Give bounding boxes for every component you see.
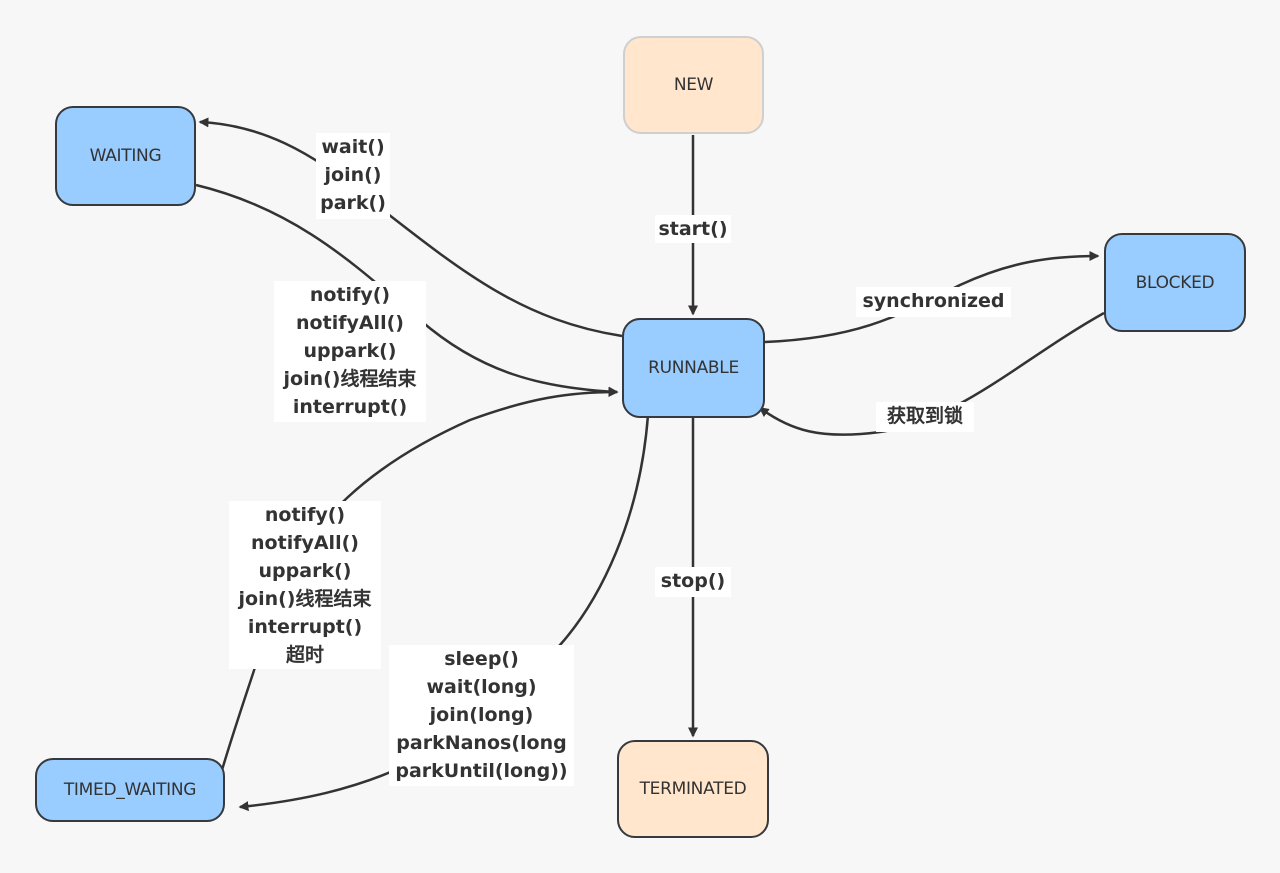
label-synchronized-text: synchronized bbox=[862, 290, 1005, 312]
label-get-lock: 获取到锁 bbox=[876, 402, 974, 432]
state-new-label: NEW bbox=[673, 75, 714, 95]
label-stop: stop() bbox=[655, 567, 731, 597]
label-timed-to-runnable-line: notify() bbox=[264, 504, 346, 526]
label-waiting-to-runnable-line: join()线程结束 bbox=[283, 368, 417, 390]
label-start-text: start() bbox=[658, 218, 728, 240]
label-synchronized: synchronized bbox=[856, 287, 1011, 317]
label-to-timed-waiting-line: wait(long) bbox=[426, 676, 537, 698]
state-new[interactable]: NEW bbox=[623, 36, 764, 134]
label-timed-to-runnable-line: notifyAll() bbox=[251, 532, 359, 554]
state-blocked-label: BLOCKED bbox=[1135, 272, 1215, 293]
label-to-waiting: wait() join() park() bbox=[316, 133, 390, 219]
label-timed-to-runnable-line: 超时 bbox=[285, 644, 324, 666]
label-to-timed-waiting-line: sleep() bbox=[444, 648, 519, 670]
label-timed-to-runnable-line: join()线程结束 bbox=[238, 588, 372, 610]
label-to-timed-waiting-line: parkUntil(long)) bbox=[395, 760, 568, 782]
label-to-waiting-line: wait() bbox=[321, 136, 385, 158]
state-blocked[interactable]: BLOCKED bbox=[1104, 233, 1246, 332]
label-timed-to-runnable: notify() notifyAll() uppark() join()线程结束… bbox=[229, 501, 381, 669]
label-stop-text: stop() bbox=[660, 570, 726, 592]
state-timed-waiting-label: TIMED_WAITING bbox=[63, 780, 197, 800]
label-waiting-to-runnable: notify() notifyAll() uppark() join()线程结束… bbox=[274, 281, 426, 422]
label-waiting-to-runnable-line: uppark() bbox=[303, 340, 397, 362]
label-get-lock-text: 获取到锁 bbox=[886, 405, 963, 427]
label-timed-to-runnable-line: uppark() bbox=[258, 560, 352, 582]
state-terminated[interactable]: TERMINATED bbox=[617, 740, 769, 838]
label-to-waiting-line: park() bbox=[320, 192, 386, 214]
label-to-timed-waiting-line: parkNanos(long bbox=[396, 732, 567, 754]
state-runnable[interactable]: RUNNABLE bbox=[622, 318, 765, 418]
label-to-timed-waiting: sleep() wait(long) join(long) parkNanos(… bbox=[389, 645, 574, 786]
label-waiting-to-runnable-line: interrupt() bbox=[292, 396, 408, 418]
label-waiting-to-runnable-line: notifyAll() bbox=[296, 312, 404, 334]
label-start: start() bbox=[655, 215, 731, 243]
label-to-timed-waiting-line: join(long) bbox=[429, 704, 534, 726]
state-waiting[interactable]: WAITING bbox=[55, 106, 196, 206]
edge-timed-to-runnable bbox=[220, 387, 619, 771]
state-runnable-label: RUNNABLE bbox=[648, 358, 739, 378]
label-to-waiting-line: join() bbox=[324, 164, 382, 186]
state-waiting-label: WAITING bbox=[89, 146, 162, 166]
state-terminated-label: TERMINATED bbox=[639, 779, 747, 799]
label-waiting-to-runnable-line: notify() bbox=[309, 284, 391, 306]
state-timed-waiting[interactable]: TIMED_WAITING bbox=[35, 758, 225, 822]
label-timed-to-runnable-line: interrupt() bbox=[247, 616, 363, 638]
